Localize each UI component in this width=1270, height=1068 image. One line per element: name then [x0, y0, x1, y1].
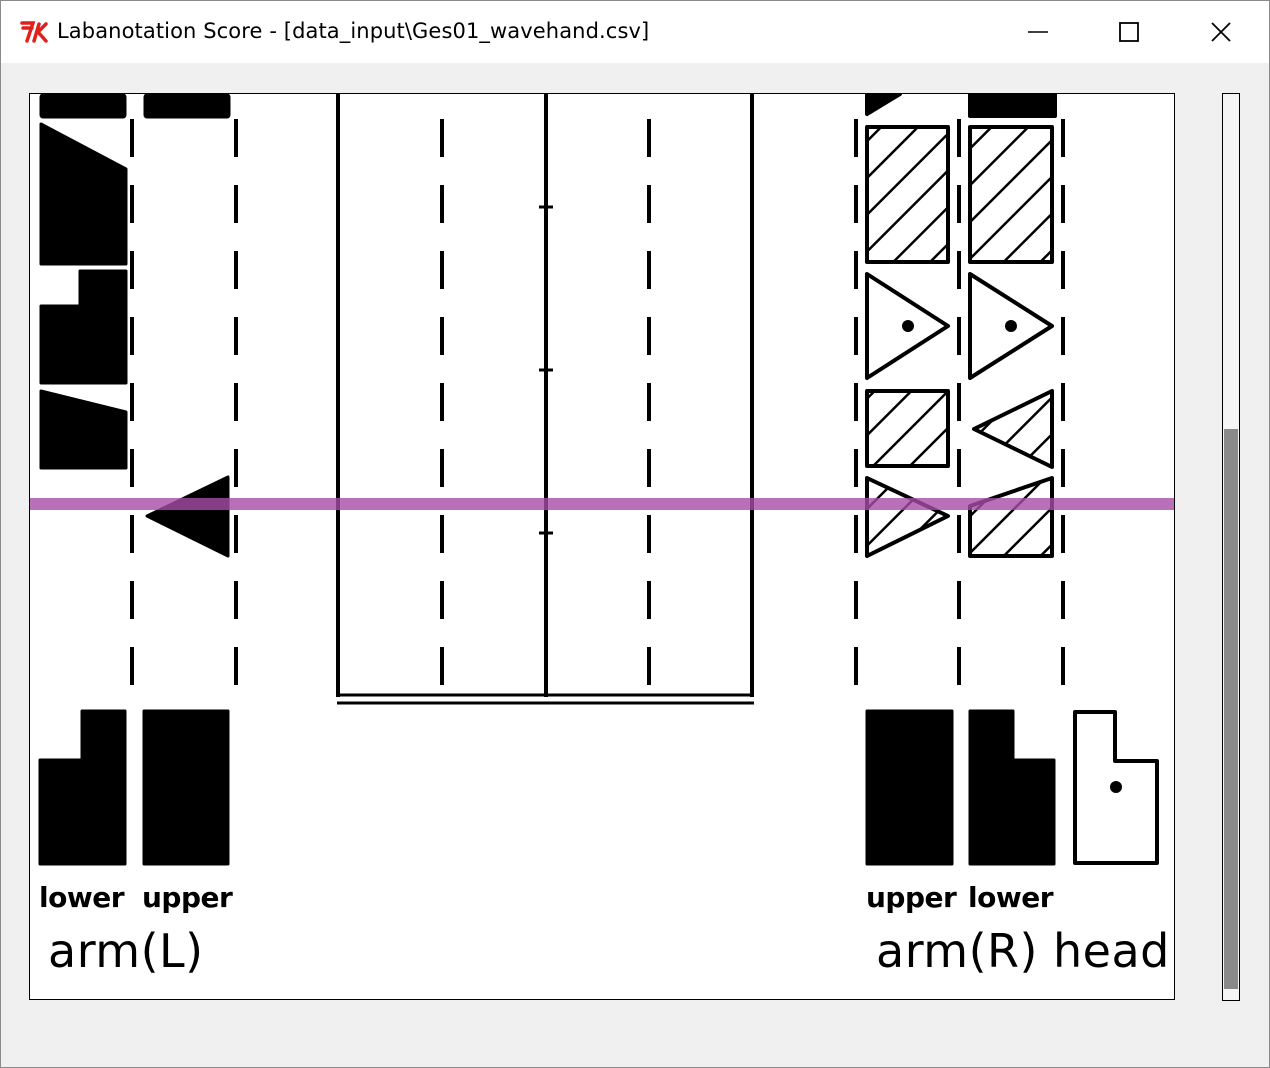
maximize-button[interactable]: [1084, 1, 1174, 63]
left-arm-label: arm(L): [48, 924, 204, 978]
right-upper-label: upper: [866, 881, 957, 914]
close-icon: [1211, 22, 1231, 42]
tk-feather-icon: [20, 21, 48, 43]
window-title: Labanotation Score - [data_input\Ges01_w…: [57, 19, 650, 43]
labanotation-score: [30, 94, 1175, 866]
head-label: head: [1053, 924, 1170, 978]
close-button[interactable]: [1176, 1, 1266, 63]
left-arm-symbols: [39, 94, 231, 558]
start-position-symbols: [38, 709, 1159, 866]
time-cursor[interactable]: [30, 498, 1175, 510]
right-lower-label: lower: [968, 881, 1054, 914]
column-dividers: [130, 119, 1065, 699]
minimize-button[interactable]: [993, 1, 1083, 63]
title-bar[interactable]: Labanotation Score - [data_input\Ges01_w…: [1, 1, 1269, 63]
vertical-scrollbar[interactable]: [1222, 93, 1240, 1001]
scrollbar-thumb[interactable]: [1224, 429, 1238, 989]
right-arm-symbols: [865, 94, 1057, 558]
staff: [336, 94, 754, 705]
minimize-icon: [1028, 31, 1048, 33]
left-upper-label: upper: [142, 881, 233, 914]
score-canvas[interactable]: lower upper arm(L) upper lower arm(R) he…: [29, 93, 1175, 1000]
maximize-icon: [1119, 22, 1139, 42]
left-lower-label: lower: [39, 881, 125, 914]
right-arm-label: arm(R): [876, 924, 1038, 978]
